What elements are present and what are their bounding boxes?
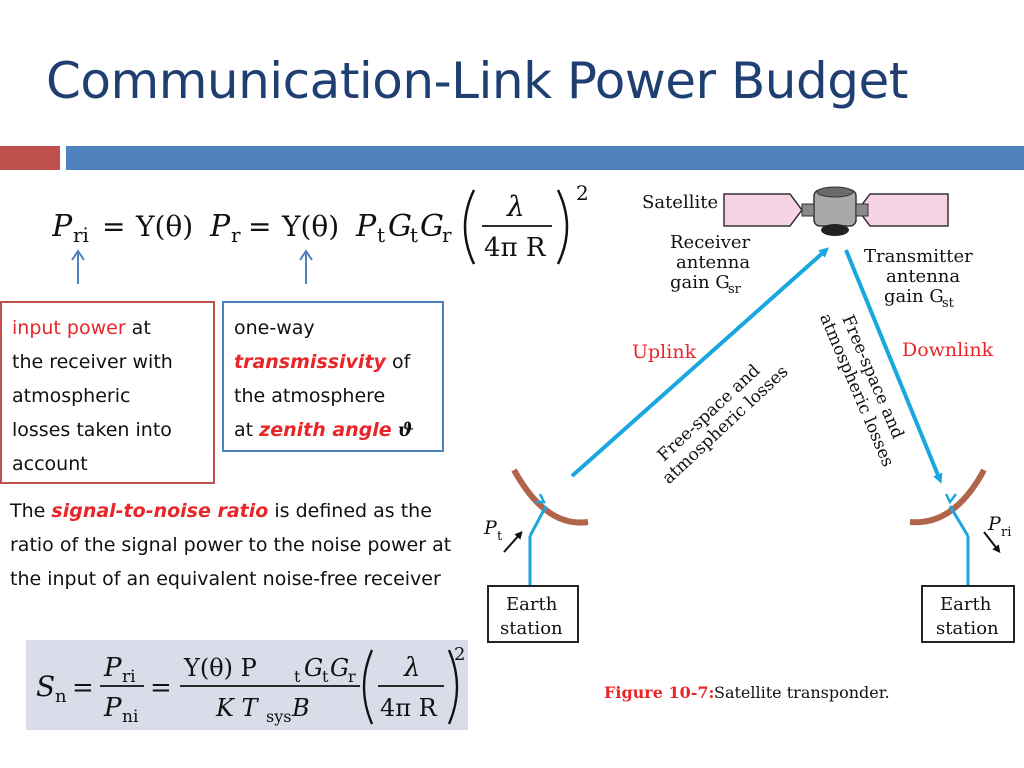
downlink-arrow	[844, 249, 943, 484]
eq2-right-paren	[447, 649, 459, 725]
eq2-num1-p: P	[103, 653, 122, 683]
eq1-equals-1: =	[102, 210, 125, 243]
slide-title: Communication-Link Power Budget	[46, 52, 908, 110]
feed-left	[528, 505, 548, 537]
eq1-equals-2: =	[248, 210, 271, 243]
label-downlink: Downlink	[902, 339, 994, 361]
eq2-num2-gr: r	[348, 667, 356, 686]
equation-snr: S n = P ri P ni = Υ(θ) P t G t G r K T s…	[36, 644, 465, 727]
snr-equation-panel: S n = P ri P ni = Υ(θ) P t G t G r K T s…	[26, 640, 468, 730]
eq1-gt-sub: t	[410, 223, 418, 247]
eq2-equals-2: =	[150, 673, 172, 703]
eq2-num2-t: t	[294, 667, 301, 686]
label-earth-right-1: Earth	[940, 594, 992, 615]
eq1-gt-g: G	[388, 209, 412, 244]
solar-panel-right	[857, 193, 949, 227]
pt-arrow-icon	[503, 531, 523, 553]
eq2-equals-1: =	[72, 673, 94, 703]
eq2-num2: Υ(θ) P	[183, 654, 257, 682]
eq1-lhs-sub: ri	[73, 223, 89, 247]
eq1-lhs-p: P	[52, 209, 73, 244]
snr-highlight: signal-to-noise ratio	[51, 500, 269, 522]
feed-horn-right	[944, 493, 957, 505]
earth-station-right	[921, 585, 1015, 643]
accent-bar-blue	[66, 146, 1024, 170]
uplink-arrow	[570, 247, 829, 478]
label-earth-left-1: Earth	[506, 594, 558, 615]
earth-station-left	[487, 585, 579, 643]
snr-definition: The signal-to-noise ratio is defined as …	[10, 500, 452, 590]
label-receiver-sub: sr	[728, 282, 742, 297]
feed-horn-left	[536, 493, 547, 504]
caption-label: Figure 10-7:	[604, 683, 714, 702]
eq2-num2-gt: t	[322, 667, 329, 686]
pri-arrow-icon	[983, 531, 1001, 554]
label-pt: P	[483, 517, 498, 539]
accent-bar-red	[0, 146, 60, 170]
eq1-upsilon-2: Υ(θ)	[281, 210, 339, 243]
equation-received-power: P ri = Υ(θ) P r = Υ(θ) P t G t G r λ 4π …	[52, 181, 589, 265]
input-power-highlight: input power	[12, 317, 126, 339]
transmissivity-highlight: transmissivity	[234, 351, 386, 373]
solar-panel-left	[723, 193, 803, 227]
label-transmitter-2: antenna	[886, 266, 960, 287]
label-transmitter-1: Transmitter	[864, 246, 973, 267]
eq2-den2-kt: K T	[215, 694, 260, 722]
label-uplink: Uplink	[632, 341, 697, 363]
satellite-top	[816, 186, 854, 198]
eq1-right-paren	[556, 189, 569, 265]
label-pri-sub: ri	[1001, 525, 1011, 540]
eq2-den1-p: P	[103, 693, 122, 723]
label-pri: P	[987, 513, 1002, 535]
ground-dish-left-icon	[511, 468, 589, 526]
zenith-angle-highlight: zenith angle	[259, 419, 392, 441]
eq1-upsilon-1: Υ(θ)	[135, 210, 193, 243]
feed-right	[948, 505, 970, 537]
eq2-s: S	[36, 670, 55, 703]
eq2-den1-sub: ni	[122, 707, 139, 727]
satellite-dish-icon	[821, 224, 849, 236]
eq1-lambda: λ	[506, 190, 525, 223]
label-satellite: Satellite	[642, 192, 718, 213]
satellite-transponder-diagram: Satellite Receiver antenna gain G sr Tra…	[483, 186, 1015, 702]
eq1-pt-sub: t	[377, 223, 385, 247]
label-pt-sub: t	[497, 529, 503, 544]
eq1-pr-p: P	[209, 209, 231, 244]
eq2-num1-sub: ri	[122, 667, 136, 687]
eq1-gr-sub: r	[442, 223, 452, 247]
eq1-pt-p: P	[355, 209, 377, 244]
caption-text: Satellite transponder.	[714, 683, 890, 702]
ground-dish-right-icon	[909, 468, 987, 526]
theta-symbol: ϑ	[397, 419, 414, 441]
eq2-num2-g2: G	[330, 654, 349, 682]
eq2-exponent: 2	[454, 644, 465, 665]
label-receiver-2: antenna	[676, 252, 750, 273]
transmissivity-callout: one-way transmissivity of the atmosphere…	[222, 301, 444, 452]
eq1-pr-sub: r	[231, 223, 241, 247]
eq2-den2-b: B	[291, 694, 310, 722]
label-transmitter-3: gain G	[884, 286, 944, 307]
eq2-den2-sys: sys	[266, 707, 291, 726]
label-earth-right-2: station	[936, 618, 999, 639]
eq1-denominator: 4π R	[484, 233, 547, 263]
input-power-callout: input power at the receiver with atmosph…	[0, 301, 215, 484]
eq1-exponent: 2	[576, 181, 589, 205]
label-receiver-3: gain G	[670, 272, 730, 293]
eq2-lambda: λ	[403, 653, 420, 683]
eq1-gr-g: G	[420, 209, 444, 244]
label-receiver-1: Receiver	[670, 232, 751, 253]
eq2-s-sub: n	[55, 686, 67, 707]
eq1-left-paren	[463, 189, 476, 265]
eq2-left-paren	[362, 649, 374, 725]
label-earth-left-2: station	[500, 618, 563, 639]
eq2-num2-g: G	[304, 654, 323, 682]
arrow-up-icon	[71, 249, 85, 284]
label-transmitter-sub: st	[942, 296, 955, 311]
satellite-arm-left	[801, 203, 815, 217]
arrow-up-icon	[299, 249, 313, 284]
satellite-arm-right	[855, 203, 869, 217]
eq2-denominator: 4π R	[380, 694, 438, 722]
